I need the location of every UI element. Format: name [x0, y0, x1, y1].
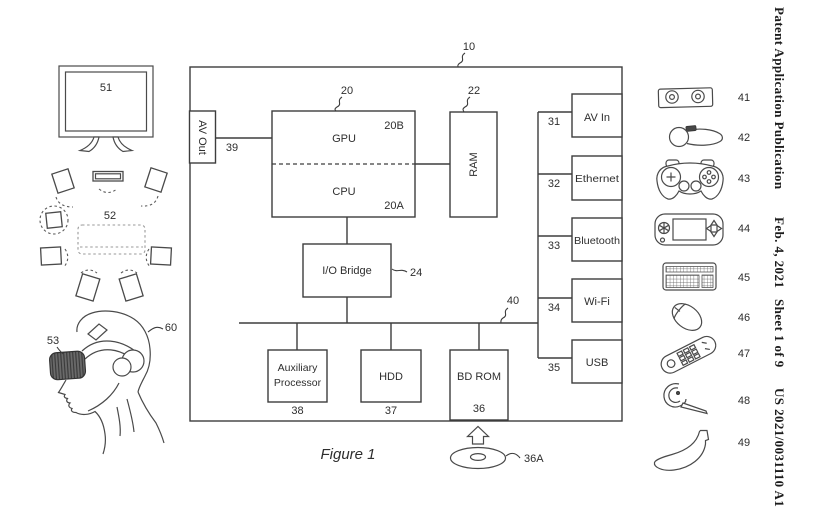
- ref-bluetooth: 33: [548, 240, 560, 252]
- ref-cpu-part: 20A: [384, 200, 404, 212]
- ref-head: 60: [165, 322, 177, 334]
- ref-remote: 47: [738, 348, 750, 360]
- disc-icon: [449, 446, 507, 470]
- usb-block: [571, 339, 623, 384]
- ref-speakers: 52: [104, 210, 116, 222]
- ref-bd-rom: 36: [473, 403, 485, 415]
- leader-10: [457, 52, 466, 68]
- ref-move-controller: 42: [738, 132, 750, 144]
- hdd-label: HDD: [379, 371, 403, 383]
- camera-icon: [657, 87, 714, 109]
- ref-usb: 35: [548, 362, 560, 374]
- mouse-icon: [671, 303, 703, 331]
- ref-wifi: 34: [548, 302, 560, 314]
- handheld-icon: [654, 213, 724, 246]
- ref-hmd: 53: [47, 335, 59, 347]
- hmd-head-icon: 53 60: [47, 310, 177, 455]
- headset-icon: [663, 383, 708, 415]
- ref-gpu-part: 20B: [384, 120, 404, 132]
- gpu-label: GPU: [332, 133, 356, 145]
- ref-mouse: 46: [738, 312, 750, 324]
- publication-date: Feb. 4, 2021: [772, 217, 787, 289]
- ref-headset: 48: [738, 395, 750, 407]
- ref-tv: 51: [100, 82, 112, 94]
- leader-36a: [505, 452, 521, 459]
- wifi-label: Wi-Fi: [584, 296, 610, 308]
- patent-header: Patent Application Publication Feb. 4, 2…: [769, 0, 797, 520]
- bus-drops: [296, 323, 480, 350]
- ethernet-block: [571, 155, 623, 201]
- io-bridge-block: [302, 243, 392, 298]
- banana-icon: [653, 429, 710, 471]
- ref-soc: 20: [341, 85, 353, 97]
- ref-camera: 41: [738, 92, 750, 104]
- port-stubs: [538, 111, 572, 359]
- leader-24: [391, 268, 408, 273]
- hdd-block: [360, 349, 422, 403]
- ref-ram: 22: [468, 85, 480, 97]
- bluetooth-label: Bluetooth: [574, 235, 620, 247]
- ram-block: [449, 111, 498, 218]
- document-number: US 2021/0031110 A1: [772, 388, 787, 508]
- bluetooth-block: [571, 217, 623, 262]
- usb-label: USB: [586, 357, 609, 369]
- av-out-block: [188, 110, 217, 164]
- ref-ethernet: 32: [548, 178, 560, 190]
- hmd-visor: [49, 350, 87, 381]
- ref-io-bridge: 24: [410, 267, 422, 279]
- bd-rom-label: BD ROM: [457, 371, 501, 383]
- ref-banana: 49: [738, 437, 750, 449]
- ref-handheld: 44: [738, 223, 750, 235]
- ref-hdd: 37: [385, 405, 397, 417]
- remote-icon: [660, 335, 717, 374]
- leader-20: [334, 96, 343, 112]
- aux-processor-block: [267, 349, 328, 403]
- leader-22: [462, 96, 471, 113]
- sheet-number: Sheet 1 of 9: [772, 299, 787, 368]
- figure-caption: Figure 1: [320, 446, 375, 463]
- aux-label-line2: Processor: [274, 377, 322, 389]
- keyboard-icon: [662, 262, 717, 291]
- speaker-layout-icon: 52: [39, 167, 173, 302]
- ref-av-in: 31: [548, 116, 560, 128]
- ram-label: RAM: [468, 152, 480, 176]
- tv-icon: 51: [58, 65, 154, 153]
- io-bridge-label: I/O Bridge: [322, 265, 372, 277]
- wifi-block: [571, 278, 623, 323]
- console-block-diagram: 10 AV Out 39 GPU 20B CPU 20A 20 RAM: [188, 41, 623, 470]
- eject-arrow-icon: [466, 425, 490, 445]
- ref-keyboard: 45: [738, 272, 750, 284]
- port-column: AV In 31 Ethernet 32 Bluetooth 33 Wi-Fi …: [548, 93, 623, 384]
- ref-gamepad: 43: [738, 173, 750, 185]
- ref-av-out: 39: [226, 142, 238, 154]
- bd-rom-block: [449, 349, 509, 421]
- av-in-block: [571, 93, 623, 138]
- av-out-label: AV Out: [196, 120, 208, 155]
- publication-title: Patent Application Publication: [772, 7, 787, 190]
- ref-aux: 38: [291, 405, 303, 417]
- gamepad-icon: [656, 159, 724, 200]
- ref-disc: 36A: [524, 453, 544, 465]
- ref-bus: 40: [507, 295, 519, 307]
- leader-40: [500, 307, 509, 324]
- move-controller-icon: [668, 125, 723, 148]
- aux-label-line1: Auxiliary: [278, 362, 318, 374]
- ethernet-label: Ethernet: [575, 173, 619, 185]
- av-in-label: AV In: [584, 112, 610, 124]
- ref-system: 10: [463, 41, 475, 53]
- cpu-label: CPU: [332, 186, 355, 198]
